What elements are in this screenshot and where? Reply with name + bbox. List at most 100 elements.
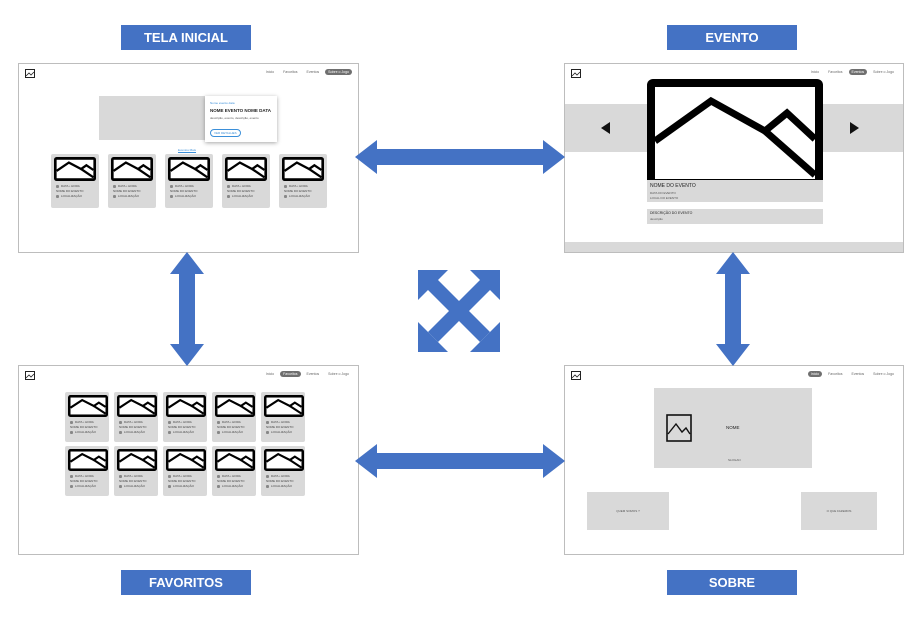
- nav-item-favoritos[interactable]: Favoritos: [283, 70, 298, 74]
- card-place: LOCALIZAÇÃO: [168, 484, 194, 488]
- card-date: DATA • HORA: [56, 184, 80, 188]
- card-place: LOCALIZAÇÃO: [170, 194, 196, 198]
- card-name: NOME DO EVENTO: [119, 479, 147, 483]
- card-place: LOCALIZAÇÃO: [284, 194, 310, 198]
- event-thumbnail-icon: [68, 395, 108, 417]
- nav-item-inicio[interactable]: Início: [810, 70, 820, 74]
- card-name: NOME DO EVENTO: [217, 479, 245, 483]
- nav-item-inicio[interactable]: Início: [265, 70, 275, 74]
- event-thumbnail-icon: [215, 449, 255, 471]
- card-place: LOCALIZAÇÃO: [266, 430, 292, 434]
- label-tela-inicial: TELA INICIAL: [121, 25, 251, 50]
- card-name: NOME DO EVENTO: [266, 479, 294, 483]
- about-image-icon: [666, 414, 692, 442]
- event-thumbnail-icon: [111, 157, 153, 181]
- card-date: DATA • HORA: [70, 474, 94, 478]
- card-date: DATA • HORA: [266, 474, 290, 478]
- card-place: LOCALIZAÇÃO: [119, 430, 145, 434]
- card-name: NOME DO EVENTO: [70, 479, 98, 483]
- about-name: NOME: [726, 425, 740, 430]
- nav-bar: Início Favoritos Eventos Sobre o Jogo: [263, 371, 352, 377]
- nav-item-sobre[interactable]: Sobre o Jogo: [873, 70, 894, 74]
- about-slogan: SLOGAN: [728, 458, 741, 462]
- nav-bar: Início Favoritos Eventos Sobre o Jogo: [263, 69, 352, 75]
- arrow-inicial-favoritos: [170, 252, 204, 366]
- nav-item-eventos[interactable]: Eventos: [851, 372, 865, 376]
- cross-arrows-icon: [418, 270, 500, 352]
- logo-image-icon: [571, 69, 581, 78]
- card-date: DATA • HORA: [119, 474, 143, 478]
- nav-item-favoritos[interactable]: Favoritos: [280, 371, 301, 377]
- event-thumbnail-icon: [215, 395, 255, 417]
- event-thumbnail-icon: [264, 449, 304, 471]
- card-date: DATA • HORA: [170, 184, 194, 188]
- nav-item-inicio[interactable]: Início: [265, 372, 275, 376]
- card-date: DATA • HORA: [70, 420, 94, 424]
- arrow-favoritos-sobre: [355, 444, 565, 478]
- event-image-icon: [647, 79, 823, 187]
- nav-item-eventos[interactable]: Eventos: [306, 372, 320, 376]
- card-date: DATA • HORA: [113, 184, 137, 188]
- label-sobre: SOBRE: [667, 570, 797, 595]
- card-name: NOME DO EVENTO: [266, 425, 294, 429]
- card-place: LOCALIZAÇÃO: [227, 194, 253, 198]
- event-date-text: DATA DO EVENTO: [650, 191, 676, 195]
- card-date: DATA • HORA: [217, 420, 241, 424]
- arrow-evento-sobre: [716, 252, 750, 366]
- nav-item-favoritos[interactable]: Favoritos: [828, 372, 843, 376]
- about-box-what-label: O QUE FAZEMOS: [826, 509, 852, 513]
- card-name: NOME DO EVENTO: [168, 479, 196, 483]
- nav-item-favoritos[interactable]: Favoritos: [828, 70, 843, 74]
- card-date: DATA • HORA: [284, 184, 308, 188]
- nav-item-inicio[interactable]: Início: [807, 371, 823, 377]
- card-name: NOME DO EVENTO: [217, 425, 245, 429]
- event-thumbnail-icon: [117, 449, 157, 471]
- event-thumbnail-icon: [282, 157, 324, 181]
- about-box-who: QUEM SOMOS ?: [587, 492, 669, 530]
- nav-item-sobre[interactable]: Sobre o Jogo: [328, 372, 349, 376]
- card-name: NOME DO EVENTO: [170, 189, 198, 193]
- card-date: DATA • HORA: [266, 420, 290, 424]
- card-date: DATA • HORA: [168, 474, 192, 478]
- footer-band: [565, 242, 903, 252]
- section-link[interactable]: Eventos Mais: [178, 148, 197, 152]
- event-description-card: DESCRIÇÃO DO EVENTO descrição: [647, 209, 823, 224]
- card-place: LOCALIZAÇÃO: [56, 194, 82, 198]
- logo-image-icon: [571, 371, 581, 380]
- nav-bar: Início Favoritos Eventos Sobre o Jogo: [807, 371, 897, 377]
- event-thumbnail-icon: [225, 157, 267, 181]
- nav-item-eventos[interactable]: Eventos: [306, 70, 320, 74]
- hero-button[interactable]: VER DETALHES: [210, 129, 241, 137]
- event-place: LOCAL DO EVENTO: [650, 196, 678, 200]
- event-info-card: NOME DO EVENTO DATA DO EVENTO LOCAL DO E…: [647, 180, 823, 202]
- hero-title: NOME EVENTO NOME DATA: [210, 108, 272, 113]
- nav-item-eventos[interactable]: Eventos: [848, 69, 868, 75]
- carousel-next-icon[interactable]: [850, 122, 859, 134]
- card-place: LOCALIZAÇÃO: [266, 484, 292, 488]
- nav-bar: Início Favoritos Eventos Sobre o Jogo: [808, 69, 897, 75]
- nav-item-sobre[interactable]: Sobre o Jogo: [873, 372, 894, 376]
- panel-favoritos: Início Favoritos Eventos Sobre o Jogo DA…: [18, 365, 359, 555]
- nav-item-sobre[interactable]: Sobre o Jogo: [325, 69, 352, 75]
- panel-sobre: Início Favoritos Eventos Sobre o Jogo NO…: [564, 365, 904, 555]
- card-name: NOME DO EVENTO: [56, 189, 84, 193]
- card-place: LOCALIZAÇÃO: [168, 430, 194, 434]
- event-description-text: descrição: [650, 217, 663, 221]
- carousel-prev-icon[interactable]: [601, 122, 610, 134]
- event-place-text: LOCAL DO EVENTO: [650, 196, 679, 200]
